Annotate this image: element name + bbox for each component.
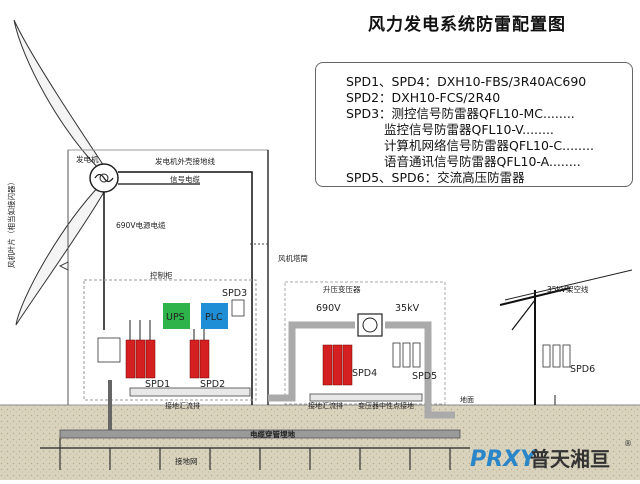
legend-line-6: 语音通讯信号防雷器QFL10-A........	[384, 154, 581, 169]
label-overhead: 35kV架空线	[547, 284, 589, 294]
label-spd1: SPD1	[145, 379, 170, 390]
transformer-busbar	[309, 393, 423, 402]
label-signal-cable: 信号电缆	[170, 174, 200, 184]
label-control-cabinet: 控制柜	[150, 270, 173, 280]
label-cable-pipe: 电缆穿管埋地	[250, 429, 295, 439]
label-35kv: 35kV	[395, 303, 420, 314]
legend-line-7: SPD5、SPD6：交流高压防雷器	[346, 170, 525, 185]
label-ground-net: 接地网	[175, 456, 198, 466]
overhead-wire	[504, 269, 633, 301]
ups-box	[163, 303, 190, 329]
terminal-block	[97, 337, 121, 363]
transformer-coil	[362, 317, 378, 333]
plc-box	[201, 303, 228, 329]
spd5-module	[392, 342, 421, 368]
spd6-module	[542, 344, 571, 368]
label-generator: 发电机	[76, 154, 99, 164]
legend-box: SPD1、SPD4：DXH10-FBS/3R40AC690 SPD2：DXH10…	[315, 62, 633, 187]
label-blade: 风机叶片（相当如接闪器）	[6, 178, 16, 268]
cabinet-busbar	[129, 387, 251, 397]
blade-upper	[13, 19, 105, 173]
transformer-enclosure	[284, 281, 446, 405]
spd2-module	[189, 329, 210, 379]
transformer-symbol	[357, 313, 383, 337]
legend-line-4: 监控信号防雷器QFL10-V........	[384, 122, 554, 137]
cable-pipe	[59, 429, 461, 439]
label-tower: 风机塔筒	[278, 253, 308, 263]
cable-690v	[268, 321, 355, 402]
brand-logo-mark: PRXY	[470, 447, 538, 472]
legend-line-3: SPD3：测控信号防雷器QFL10-MC........	[346, 106, 575, 121]
gen-ground-wire	[118, 171, 253, 405]
cable-35kv	[385, 321, 455, 419]
control-cabinet	[83, 279, 257, 401]
generator-symbol	[94, 173, 114, 183]
label-spd6: SPD6	[570, 364, 595, 375]
label-spd2: SPD2	[200, 379, 225, 390]
tower-break-marks	[58, 243, 270, 271]
spd3-module	[231, 299, 245, 317]
label-plc: PLC	[205, 312, 223, 323]
pole-crossarm	[499, 287, 571, 306]
label-ground-surface: 地面	[460, 395, 474, 404]
generator-hub	[99, 173, 109, 183]
label-spd4: SPD4	[352, 368, 377, 379]
pole-strut	[511, 299, 536, 331]
brand-registered: ®	[624, 439, 632, 448]
legend-line-5: 计算机网络信号防雷器QFL10-C........	[384, 138, 594, 153]
blade-lower	[15, 184, 105, 326]
label-power-cable: 690V电源电缆	[116, 220, 166, 230]
ground-rods	[59, 438, 451, 470]
label-cab-busbar: 接地汇流排	[165, 401, 200, 410]
label-spd5: SPD5	[412, 371, 437, 382]
label-gen-ground: 发电机外壳接地线	[155, 156, 215, 166]
label-tr-busbar: 接地汇流排	[308, 401, 343, 410]
label-690v: 690V	[316, 303, 341, 314]
page-title: 风力发电系统防雷配置图	[368, 15, 566, 35]
spd4-module	[322, 344, 353, 386]
legend-line-2: SPD2：DXH10-FCS/2R40	[346, 90, 501, 105]
label-ups: UPS	[166, 312, 185, 323]
legend-line-1: SPD1、SPD4：DXH10-FBS/3R40AC690	[346, 74, 587, 89]
label-spd3: SPD3	[222, 288, 247, 299]
spd1-module	[125, 320, 156, 379]
brand-name: 普天湘亘	[530, 447, 610, 471]
label-tr-ground: 变压器中性点接地	[358, 401, 414, 410]
label-transformer: 升压变压器	[323, 284, 361, 294]
